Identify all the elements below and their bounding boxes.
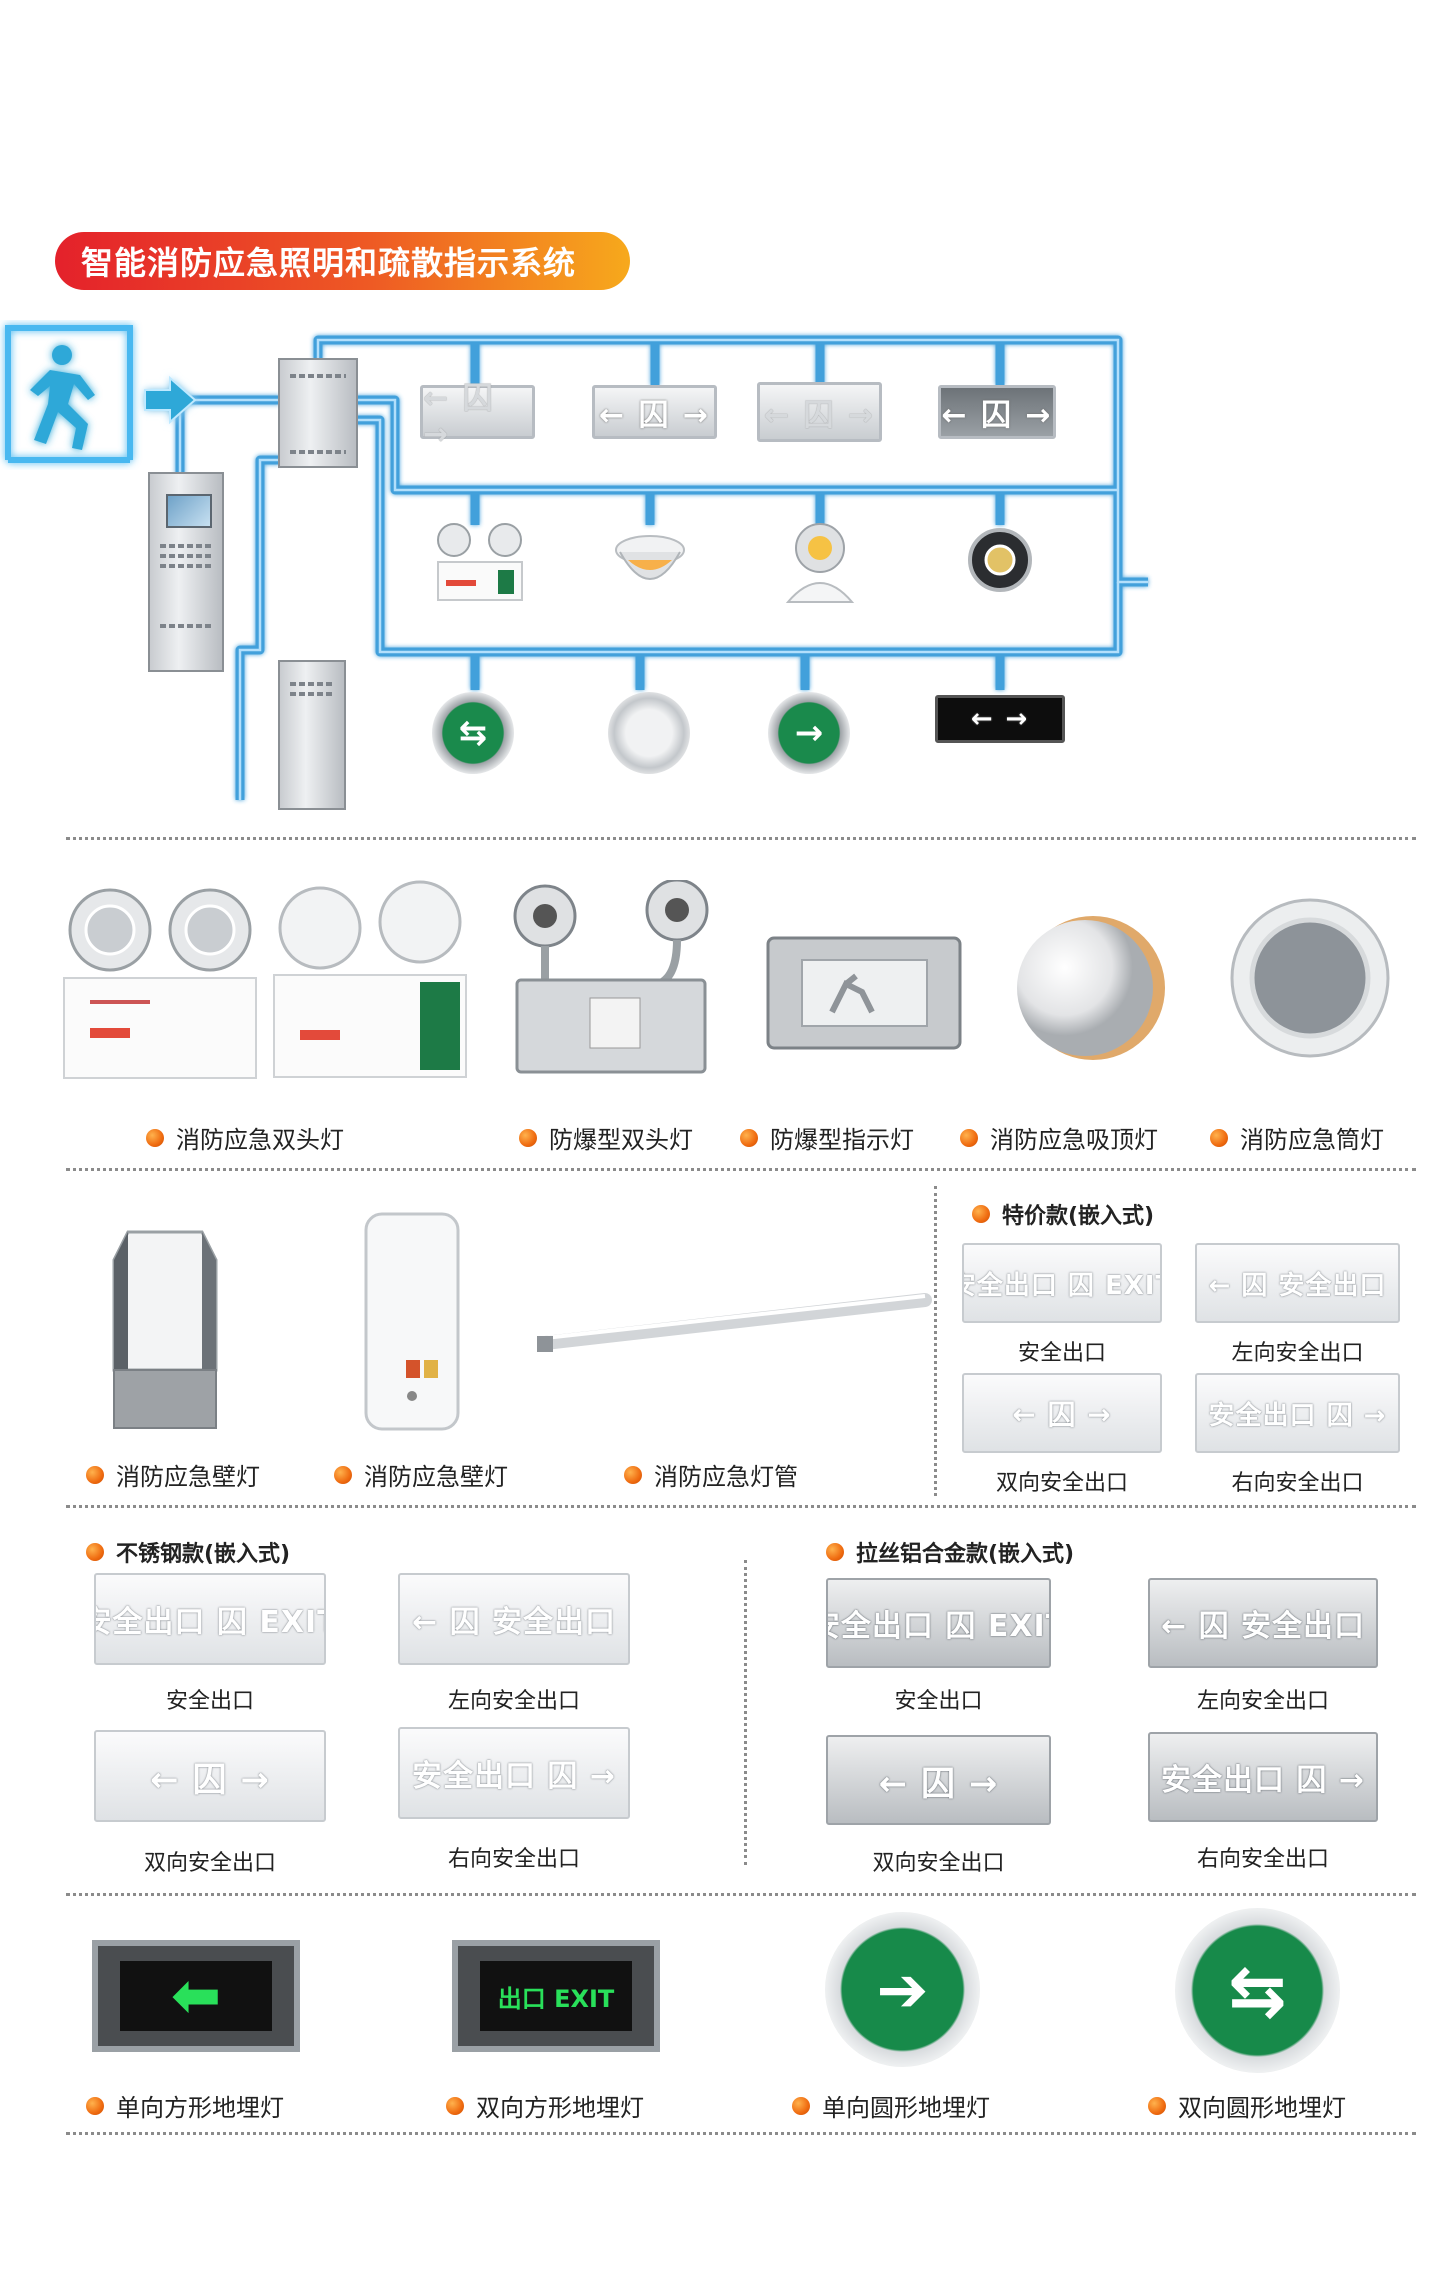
stainless-sign-right: 安全出口 囚 → xyxy=(398,1727,630,1819)
special-sign-exit: 安全出口 囚 EXIT xyxy=(962,1243,1162,1323)
page-title: 智能消防应急照明和疏散指示系统 xyxy=(81,244,577,282)
row1-label-2: 防爆型双头灯 xyxy=(519,1120,693,1155)
diagram-ground-strip: ← → xyxy=(935,695,1065,743)
bullet-dot xyxy=(86,1543,104,1561)
aluminum-sign-left: ← 囚 安全出口 xyxy=(1148,1578,1378,1668)
square-ground-light-bidirectional: 出口 EXIT xyxy=(452,1940,660,2052)
pipe-network xyxy=(175,335,1148,800)
row2-label-1: 消防应急壁灯 xyxy=(86,1457,260,1492)
monitor-cabinet xyxy=(148,472,224,672)
diagram-ground-round-bidirectional: ⇆ xyxy=(432,692,514,774)
stainless-caption-1: 安全出口 xyxy=(165,1689,254,1714)
special-caption-3: 双向安全出口 xyxy=(995,1471,1128,1496)
diagram-round-downlight xyxy=(968,528,1032,592)
vertical-divider xyxy=(934,1186,937,1496)
bullet-dot xyxy=(86,1465,104,1484)
row1-label-3: 防爆型指示灯 xyxy=(740,1120,914,1155)
stainless-caption-4: 右向安全出口 xyxy=(447,1847,580,1872)
stainless-sign-left: ← 囚 安全出口 xyxy=(398,1573,630,1665)
aluminum-caption-1: 安全出口 xyxy=(894,1689,983,1714)
diagram-downlight xyxy=(615,535,685,580)
aluminum-caption-4: 右向安全出口 xyxy=(1196,1847,1329,1872)
row2-label-3: 消防应急灯管 xyxy=(624,1457,798,1492)
wall-lamp-1 xyxy=(112,1230,218,1429)
bullet-dot xyxy=(740,1128,758,1147)
bullet-dot xyxy=(624,1465,642,1484)
aluminum-section-title: 拉丝铝合金款(嵌入式) xyxy=(826,1536,1074,1568)
special-sign-right: 安全出口 囚 → xyxy=(1195,1373,1400,1453)
special-section-title: 特价款(嵌入式) xyxy=(972,1198,1154,1230)
round-ground-light-bidirectional: ⇆ xyxy=(1175,1908,1340,2073)
bullet-dot xyxy=(1148,2096,1166,2115)
emergency-tube-lamp xyxy=(537,1293,932,1352)
row1-label-1: 消防应急双头灯 xyxy=(146,1120,344,1155)
row1-label-5: 消防应急筒灯 xyxy=(1210,1120,1384,1155)
power-cabinet xyxy=(278,660,346,810)
diagram-twin-head-lamp xyxy=(437,523,523,601)
diagram-exit-sign-4: ← 囚 → xyxy=(938,385,1056,439)
divider xyxy=(66,2132,1416,2135)
explosion-proof-exit-sign xyxy=(766,936,962,1050)
diagram-ground-round-silver xyxy=(608,692,690,774)
stainless-sign-bidirectional: ← 囚 → xyxy=(94,1730,326,1822)
twin-head-lamp-2 xyxy=(273,880,467,1078)
special-sign-bidirectional: ← 囚 → xyxy=(962,1373,1162,1453)
running-man-exit-icon xyxy=(5,325,197,463)
row4-label-1: 单向方形地埋灯 xyxy=(86,2088,284,2123)
controller-panel xyxy=(278,358,358,468)
special-sign-left: ← 囚 安全出口 xyxy=(1195,1243,1400,1323)
ceiling-emergency-lamp xyxy=(1017,916,1165,1060)
system-diagram: ← 囚 → ← 囚 → ← 囚 → ← 囚 → ⇆ → ← → xyxy=(0,320,1431,820)
bullet-dot xyxy=(146,1128,164,1147)
bullet-dot xyxy=(519,1128,537,1147)
diagram-ceiling-spot xyxy=(785,523,855,603)
twin-head-lamp-1 xyxy=(63,888,257,1079)
aluminum-sign-right: 安全出口 囚 → xyxy=(1148,1732,1378,1822)
diagram-exit-sign-1: ← 囚 → xyxy=(420,381,535,452)
stainless-caption-2: 左向安全出口 xyxy=(447,1689,580,1714)
emergency-downlight xyxy=(1230,898,1390,1058)
aluminum-caption-3: 双向安全出口 xyxy=(872,1851,1005,1876)
bullet-dot xyxy=(792,2096,810,2115)
bullet-dot xyxy=(972,1205,990,1223)
aluminum-sign-bidirectional: ← 囚 → xyxy=(826,1735,1051,1825)
vertical-divider xyxy=(744,1560,747,1865)
stainless-section-title: 不锈钢款(嵌入式) xyxy=(86,1536,290,1568)
aluminum-sign-exit: 安全出口 囚 EXIT xyxy=(826,1578,1051,1668)
row4-label-3: 单向圆形地埋灯 xyxy=(792,2088,990,2123)
special-caption-4: 右向安全出口 xyxy=(1231,1471,1364,1496)
row2-label-2: 消防应急壁灯 xyxy=(334,1457,508,1492)
explosion-proof-twin-head-lamp xyxy=(513,880,709,1074)
bullet-dot xyxy=(334,1465,352,1484)
row1-label-4: 消防应急吸顶灯 xyxy=(960,1120,1158,1155)
wall-lamp-2 xyxy=(364,1212,460,1431)
bullet-dot xyxy=(826,1543,844,1561)
divider xyxy=(66,1505,1416,1508)
bullet-dot xyxy=(446,2096,464,2115)
stainless-sign-exit: 安全出口 囚 EXIT xyxy=(94,1573,326,1665)
aluminum-caption-2: 左向安全出口 xyxy=(1196,1689,1329,1714)
round-ground-light-unidirectional: ➔ xyxy=(825,1912,980,2067)
special-caption-2: 左向安全出口 xyxy=(1231,1341,1364,1366)
divider xyxy=(66,837,1416,840)
bullet-dot xyxy=(86,2096,104,2115)
title-banner: 智能消防应急照明和疏散指示系统 xyxy=(55,232,630,290)
square-ground-light-unidirectional: ⬅ xyxy=(92,1940,300,2052)
diagram-ground-round-unidirectional: → xyxy=(768,692,850,774)
bullet-dot xyxy=(960,1128,978,1147)
bullet-dot xyxy=(1210,1128,1228,1147)
special-caption-1: 安全出口 xyxy=(1017,1341,1106,1366)
row4-label-2: 双向方形地埋灯 xyxy=(446,2088,644,2123)
row4-label-4: 双向圆形地埋灯 xyxy=(1148,2088,1346,2123)
diagram-exit-sign-2: ← 囚 → xyxy=(592,385,717,439)
diagram-exit-sign-3: ← 囚 → xyxy=(757,382,882,442)
divider xyxy=(66,1893,1416,1896)
stainless-caption-3: 双向安全出口 xyxy=(143,1851,276,1876)
divider xyxy=(66,1168,1416,1171)
